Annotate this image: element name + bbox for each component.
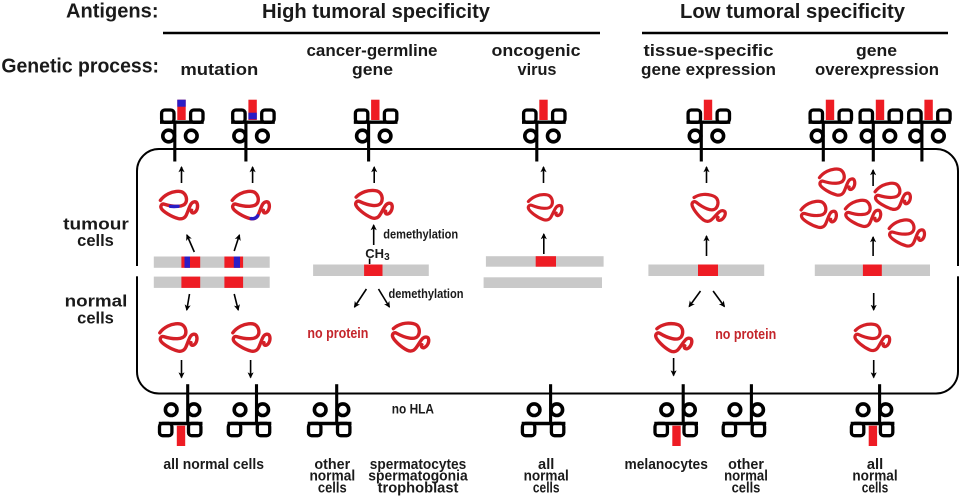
- svg-text:demethylation: demethylation: [389, 286, 464, 301]
- svg-text:cells: cells: [732, 479, 761, 496]
- svg-text:CH3: CH3: [365, 246, 390, 263]
- svg-text:cells: cells: [862, 479, 889, 496]
- svg-text:cells: cells: [77, 231, 114, 250]
- svg-text:normal: normal: [524, 468, 569, 485]
- svg-text:cells: cells: [77, 308, 114, 327]
- svg-text:oncogenic: oncogenic: [492, 41, 581, 60]
- svg-text:cells: cells: [533, 479, 560, 496]
- svg-text:other: other: [728, 456, 764, 473]
- svg-text:trophoblast: trophoblast: [378, 479, 459, 496]
- svg-text:demethylation: demethylation: [383, 227, 458, 242]
- svg-text:normal: normal: [724, 468, 768, 485]
- svg-text:Genetic process:: Genetic process:: [1, 55, 159, 77]
- svg-text:other: other: [314, 456, 350, 473]
- svg-text:Antigens:: Antigens:: [66, 1, 159, 23]
- svg-text:normal: normal: [852, 468, 897, 485]
- svg-text:gene: gene: [856, 41, 897, 60]
- svg-text:no protein: no protein: [715, 326, 776, 343]
- svg-text:overexpression: overexpression: [815, 60, 939, 79]
- svg-text:cancer-germline: cancer-germline: [307, 41, 438, 60]
- svg-text:spermatocytes: spermatocytes: [370, 456, 466, 473]
- svg-text:Low tumoral specificity: Low tumoral specificity: [680, 1, 906, 23]
- svg-text:tumour: tumour: [63, 214, 129, 233]
- svg-text:gene: gene: [352, 60, 393, 79]
- svg-text:no HLA: no HLA: [392, 402, 434, 417]
- svg-text:normal: normal: [65, 291, 128, 310]
- svg-text:normal: normal: [309, 468, 355, 485]
- svg-text:mutation: mutation: [180, 60, 258, 79]
- svg-text:tissue-specific: tissue-specific: [644, 41, 774, 60]
- svg-text:gene expression: gene expression: [641, 60, 776, 79]
- svg-text:melanocytes: melanocytes: [625, 456, 708, 473]
- svg-text:all normal cells: all normal cells: [163, 456, 264, 473]
- svg-text:spermatogonia: spermatogonia: [368, 468, 468, 485]
- svg-text:all: all: [538, 456, 554, 473]
- svg-text:cells: cells: [318, 479, 347, 496]
- svg-text:all: all: [867, 456, 883, 473]
- svg-text:virus: virus: [518, 60, 557, 79]
- svg-text:no protein: no protein: [307, 325, 368, 342]
- svg-text:High tumoral specificity: High tumoral specificity: [262, 1, 491, 23]
